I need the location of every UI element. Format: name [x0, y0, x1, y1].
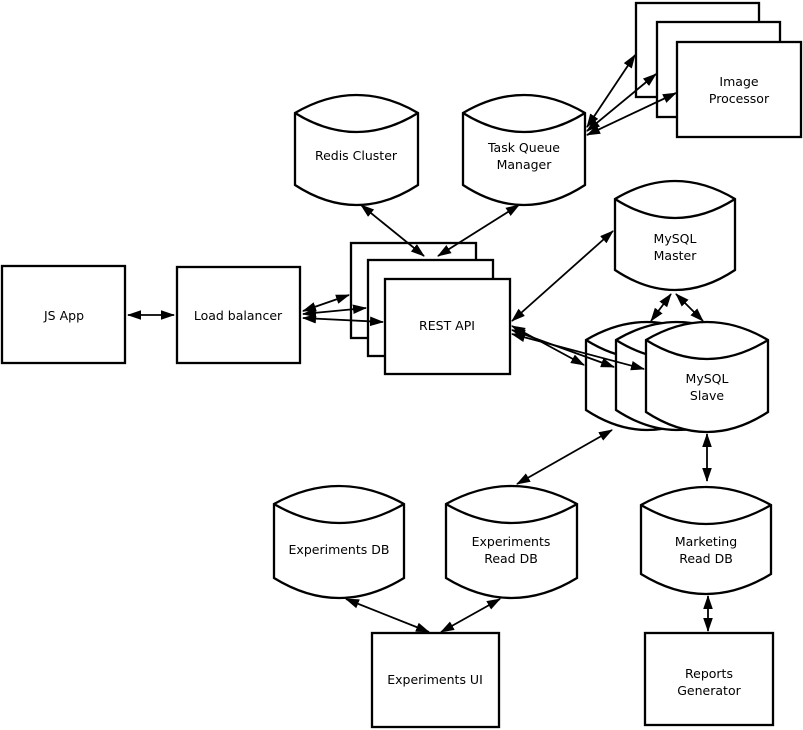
- edge-restapi-mysqlslave-3: [511, 332, 645, 371]
- marketing-read-db-label-line2: Read DB: [679, 551, 733, 566]
- edge-experimentsreaddb-experimentsui: [440, 598, 501, 633]
- experiments-db-label: Experiments DB: [289, 542, 390, 557]
- rest-api-label: REST API: [419, 318, 475, 333]
- edge-mysqlmaster-mysqlslave-2: [675, 293, 704, 322]
- reports-generator-label-line2: Generator: [677, 683, 741, 698]
- edge-restapi-taskqueue: [437, 204, 520, 257]
- edge-mysqlmaster-mysqlslave-1: [650, 293, 672, 322]
- edge-loadbalancer-restapi-2: [302, 304, 367, 318]
- diagram-edges: [127, 54, 713, 633]
- edge-mysqlslave-experimentsreaddb: [516, 429, 613, 485]
- js-app-label: JS App: [43, 308, 84, 323]
- experiments-db-node: Experiments DB: [272, 484, 406, 600]
- task-queue-manager-node: Task Queue Manager: [461, 93, 587, 207]
- image-processor-stack: Image Processor: [634, 1, 803, 139]
- experiments-read-db-node: Experiments Read DB: [444, 484, 579, 600]
- load-balancer-node: Load balancer: [175, 265, 302, 365]
- experiments-ui-label: Experiments UI: [387, 672, 483, 687]
- rest-api-node: [383, 277, 512, 376]
- edge-loadbalancer-restapi-3: [302, 313, 384, 327]
- redis-cluster-label: Redis Cluster: [315, 148, 398, 163]
- mysql-slave-label-line2: Slave: [690, 388, 724, 403]
- mysql-slave-node: [644, 320, 770, 434]
- mysql-slave-stack: MySQL Slave: [584, 320, 770, 434]
- marketing-read-db-node: Marketing Read DB: [639, 485, 773, 596]
- edge-restapi-mysqlmaster: [511, 230, 614, 322]
- mysql-master-label-line2: Master: [654, 248, 698, 263]
- edge-loadbalancer-restapi-1: [302, 294, 350, 312]
- edge-restapi-redis: [360, 204, 425, 257]
- reports-generator-node: Reports Generator: [643, 631, 775, 727]
- edge-experimentsdb-experimentsui: [345, 598, 430, 633]
- image-processor-label-line1: Image: [719, 74, 758, 89]
- experiments-read-db-label-line1: Experiments: [472, 534, 551, 549]
- task-queue-manager-label-line2: Manager: [497, 157, 553, 172]
- mysql-slave-label-line1: MySQL: [686, 371, 729, 386]
- edge-taskqueue-imageprocessor-2: [586, 73, 657, 132]
- mysql-master-label-line1: MySQL: [654, 231, 697, 246]
- reports-generator-label-line1: Reports: [685, 666, 733, 681]
- mysql-master-node: MySQL Master: [613, 179, 737, 292]
- edge-taskqueue-imageprocessor-3: [586, 92, 677, 136]
- load-balancer-label: Load balancer: [194, 308, 283, 323]
- image-processor-label-line2: Processor: [709, 91, 770, 106]
- js-app-node: JS App: [0, 264, 127, 365]
- task-queue-manager-label-line1: Task Queue: [487, 140, 560, 155]
- rest-api-stack: REST API: [349, 241, 512, 376]
- edge-restapi-mysqlslave-1: [511, 325, 585, 366]
- experiments-ui-node: Experiments UI: [370, 631, 501, 729]
- experiments-read-db-label-line2: Read DB: [484, 551, 538, 566]
- marketing-read-db-label-line1: Marketing: [675, 534, 737, 549]
- redis-cluster-node: Redis Cluster: [293, 93, 420, 207]
- image-processor-node: [675, 40, 803, 139]
